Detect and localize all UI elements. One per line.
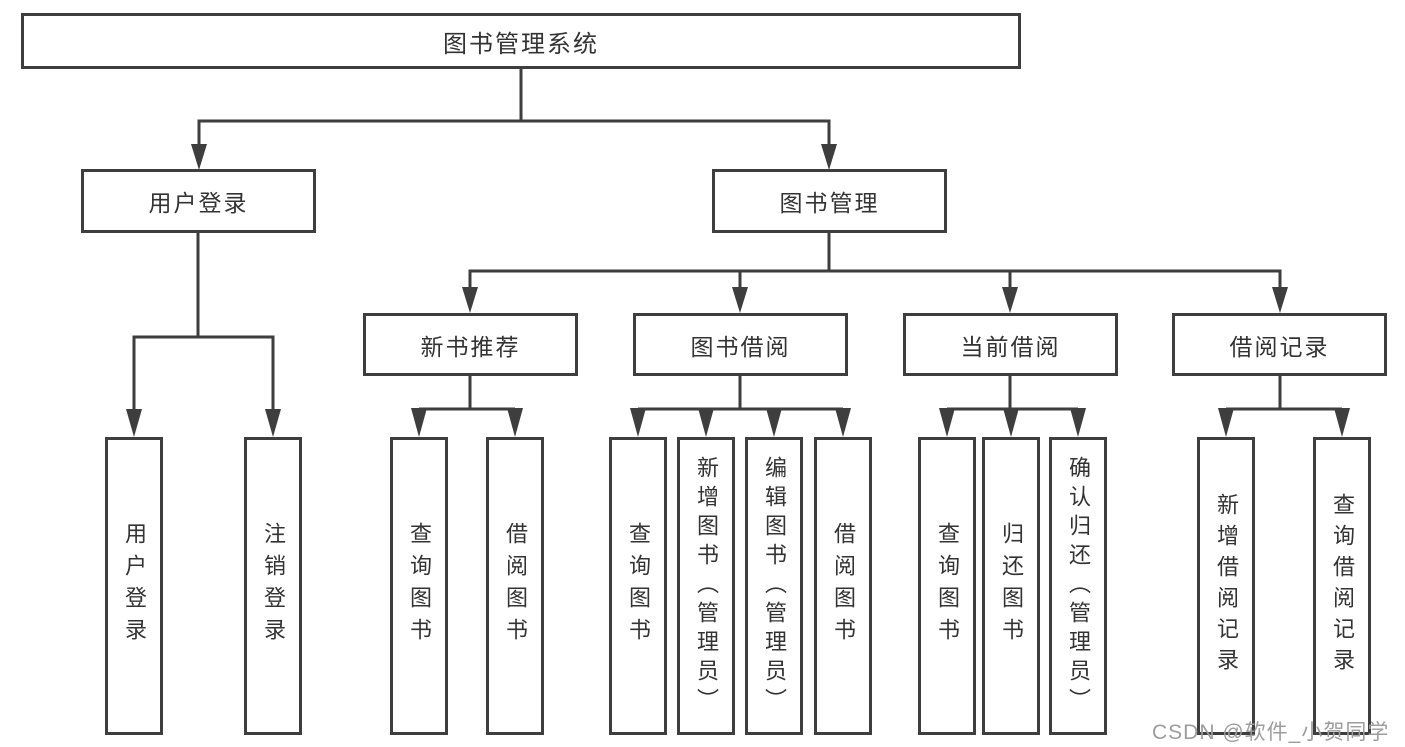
leaf-return-book: 归还图书 [982, 437, 1040, 735]
arrowhead [1070, 408, 1086, 437]
leaf-edit-book-admin: 编辑图书（管理员） [745, 437, 803, 735]
leaf-logout: 注销登录 [244, 437, 302, 735]
connector-userlogin-bar [132, 335, 275, 411]
watermark: CSDN @软件_小贺同学 [1152, 721, 1390, 744]
leaf-query-books-recommend: 查询图书 [390, 437, 448, 735]
arrowhead [191, 144, 207, 170]
arrowhead [821, 144, 837, 170]
node-book-borrow: 图书借阅 [633, 313, 848, 376]
leaf-user-login: 用户登录 [105, 437, 163, 735]
leaf-add-book-admin: 新增图书（管理员） [677, 437, 735, 735]
arrowhead [698, 408, 714, 437]
arrowhead [766, 408, 782, 437]
node-new-book-recommend: 新书推荐 [363, 313, 578, 376]
arrowhead [732, 287, 748, 313]
leaf-borrow-books: 借阅图书 [814, 437, 872, 735]
connector-level2-bar [197, 119, 831, 146]
arrowhead [265, 409, 281, 437]
arrowhead [835, 408, 851, 437]
arrowhead [1334, 408, 1350, 437]
connector-level3-bar [468, 269, 1282, 289]
node-root: 图书管理系统 [21, 13, 1021, 69]
leaf-query-borrow-record: 查询借阅记录 [1313, 437, 1371, 735]
node-user-login-branch: 用户登录 [81, 169, 316, 233]
arrowhead [1002, 287, 1018, 313]
arrowhead [411, 408, 427, 437]
arrowhead [939, 408, 955, 437]
arrowhead [630, 408, 646, 437]
arrowhead [1003, 408, 1019, 437]
node-current-borrow: 当前借阅 [903, 313, 1118, 376]
leaf-query-books-borrow: 查询图书 [609, 437, 667, 735]
leaf-add-borrow-record: 新增借阅记录 [1197, 437, 1255, 735]
leaf-query-books-current: 查询图书 [918, 437, 976, 735]
arrowhead [1218, 408, 1234, 437]
arrowhead [1272, 287, 1288, 313]
node-borrow-records: 借阅记录 [1172, 313, 1387, 376]
leaf-confirm-return-admin: 确认归还（管理员） [1049, 437, 1107, 735]
arrowhead [462, 287, 478, 313]
arrowhead [507, 408, 523, 437]
arrowhead [126, 409, 142, 437]
node-book-management-branch: 图书管理 [712, 169, 947, 233]
leaf-borrow-books-recommend: 借阅图书 [486, 437, 544, 735]
